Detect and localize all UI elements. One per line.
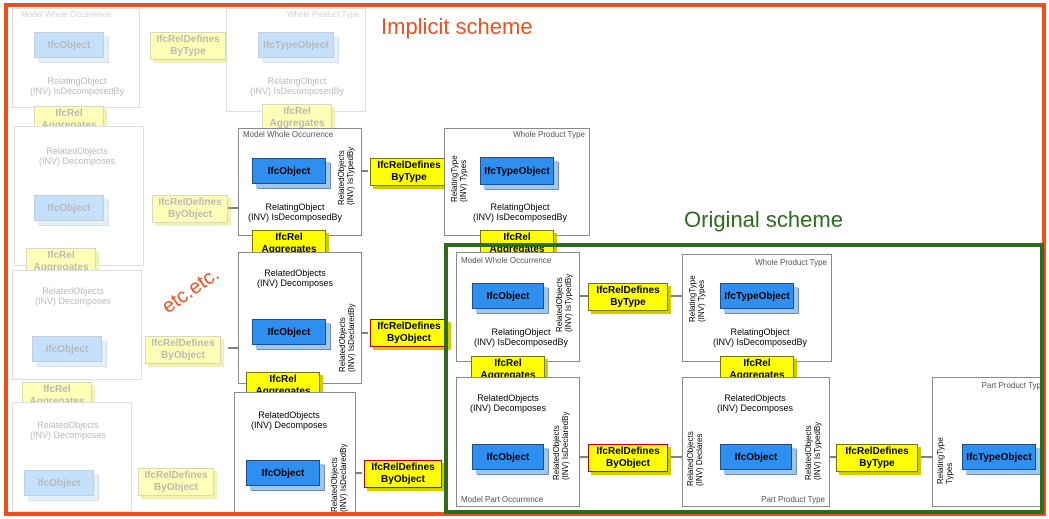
ifc-object-node: IfcObject bbox=[34, 195, 104, 221]
ifc-rel-defines-by-object-node: IfcRelDefines ByObject bbox=[370, 319, 448, 347]
ifc-rel-defines-by-object-node: IfcRelDefines ByObject bbox=[145, 336, 221, 364]
relating-object-label: RelatingObject (INV) IsDecomposedBy bbox=[29, 76, 125, 96]
related-objects-label: RelatedObjects (INV) Decomposes bbox=[34, 286, 112, 306]
ifc-rel-aggregates-node: IfcRel Aggregates bbox=[22, 382, 92, 410]
ifc-rel-defines-by-type-node: IfcRelDefines ByType bbox=[370, 158, 448, 186]
original-scheme-title: Original scheme bbox=[684, 207, 843, 232]
container-box: Model Whole Occurrence bbox=[12, 8, 140, 108]
part-product-type-box: Part Product Typ bbox=[932, 377, 1044, 507]
caption-model-whole-occurrence: Model Whole Occurrence bbox=[461, 256, 552, 265]
container-box: Whole Product Type bbox=[226, 8, 366, 112]
ifc-type-object-node: IfcTypeObject bbox=[962, 444, 1036, 470]
model-part-occurrence-box bbox=[234, 392, 356, 516]
caption-model-whole-occurrence: Model Whole Occurrence bbox=[243, 130, 334, 139]
part-product-type-box: Part Product Type bbox=[682, 377, 830, 507]
original-scheme-frame bbox=[444, 243, 1044, 514]
related-objects-label: RelatedObjects (INV) Decomposes bbox=[469, 393, 547, 413]
relating-object-label: RelatingObject (INV) IsDecomposedBy bbox=[247, 202, 343, 222]
related-objects-label: RelatedObjects (INV) Decomposes bbox=[29, 420, 107, 440]
ifc-rel-aggregates-node: IfcRel Aggregates bbox=[34, 106, 104, 134]
ifc-rel-defines-by-type-node: IfcRelDefines ByType bbox=[836, 444, 918, 472]
ifc-object-node: IfcObject bbox=[24, 470, 94, 496]
ifc-object-node: IfcObject bbox=[252, 158, 326, 184]
model-part-occurrence-box bbox=[238, 252, 362, 384]
related-objects-label: RelatedObjects (INV) Decomposes bbox=[250, 410, 328, 430]
container-box bbox=[12, 270, 142, 380]
ifc-object-node: IfcObject bbox=[720, 444, 792, 470]
ifc-object-node: IfcObject bbox=[246, 460, 320, 486]
ifc-type-object-node: IfcTypeObject bbox=[720, 283, 794, 309]
related-objects-label: RelatedObjects (INV) Decomposes bbox=[38, 146, 116, 166]
caption-model-whole-occurrence: Model Whole Occurrence bbox=[21, 10, 112, 19]
ifc-rel-aggregates-node: IfcRel Aggregates bbox=[262, 104, 332, 132]
ifc-object-node: IfcObject bbox=[32, 336, 102, 362]
implicit-scheme-frame bbox=[4, 3, 1046, 516]
related-objects-label: RelatedObjects (INV) Decomposes bbox=[716, 393, 794, 413]
implicit-scheme-title: Implicit scheme bbox=[381, 14, 533, 39]
caption-part-product-type: Part Product Type bbox=[761, 495, 825, 504]
caption-whole-product-type: Whole Product Type bbox=[513, 130, 585, 139]
ifc-object-node: IfcObject bbox=[252, 319, 326, 345]
ifc-rel-defines-by-object-node: IfcRelDefines ByObject bbox=[364, 460, 442, 488]
ifc-rel-defines-by-object-node: IfcRelDefines ByObject bbox=[588, 444, 668, 472]
ifc-object-node: IfcObject bbox=[34, 32, 104, 58]
container-box bbox=[12, 402, 132, 512]
ifc-type-object-node: IfcTypeObject bbox=[258, 32, 334, 58]
ifc-rel-defines-by-type-node: IfcRelDefines ByType bbox=[150, 32, 226, 60]
relating-object-label: RelatingObject (INV) IsDecomposedBy bbox=[473, 327, 569, 347]
ifc-object-node: IfcObject bbox=[472, 444, 544, 470]
model-part-occurrence-box: Model Part Occurrence bbox=[456, 377, 580, 507]
caption-whole-product-type: Whole Product Type bbox=[755, 258, 827, 267]
ifc-rel-defines-by-type-node: IfcRelDefines ByType bbox=[588, 283, 668, 311]
container-box bbox=[14, 126, 144, 266]
relating-object-label: RelatingObject (INV) IsDecomposedBy bbox=[712, 327, 808, 347]
ifc-type-object-node: IfcTypeObject bbox=[480, 157, 554, 185]
caption-model-part-occurrence: Model Part Occurrence bbox=[461, 495, 544, 504]
relating-object-label: RelatingObject (INV) IsDecomposedBy bbox=[249, 76, 345, 96]
caption-whole-product-type: Whole Product Type bbox=[287, 10, 359, 19]
ifc-rel-aggregates-node: IfcRel Aggregates bbox=[26, 248, 96, 276]
ifc-rel-defines-by-object-node: IfcRelDefines ByObject bbox=[138, 468, 214, 496]
related-objects-label: RelatedObjects (INV) Decomposes bbox=[256, 268, 334, 288]
ifc-object-node: IfcObject bbox=[472, 283, 544, 309]
relating-object-label: RelatingObject (INV) IsDecomposedBy bbox=[472, 202, 568, 222]
caption-part-product-type: Part Product Typ bbox=[981, 381, 1041, 390]
ifc-rel-defines-by-object-node: IfcRelDefines ByObject bbox=[152, 195, 228, 223]
